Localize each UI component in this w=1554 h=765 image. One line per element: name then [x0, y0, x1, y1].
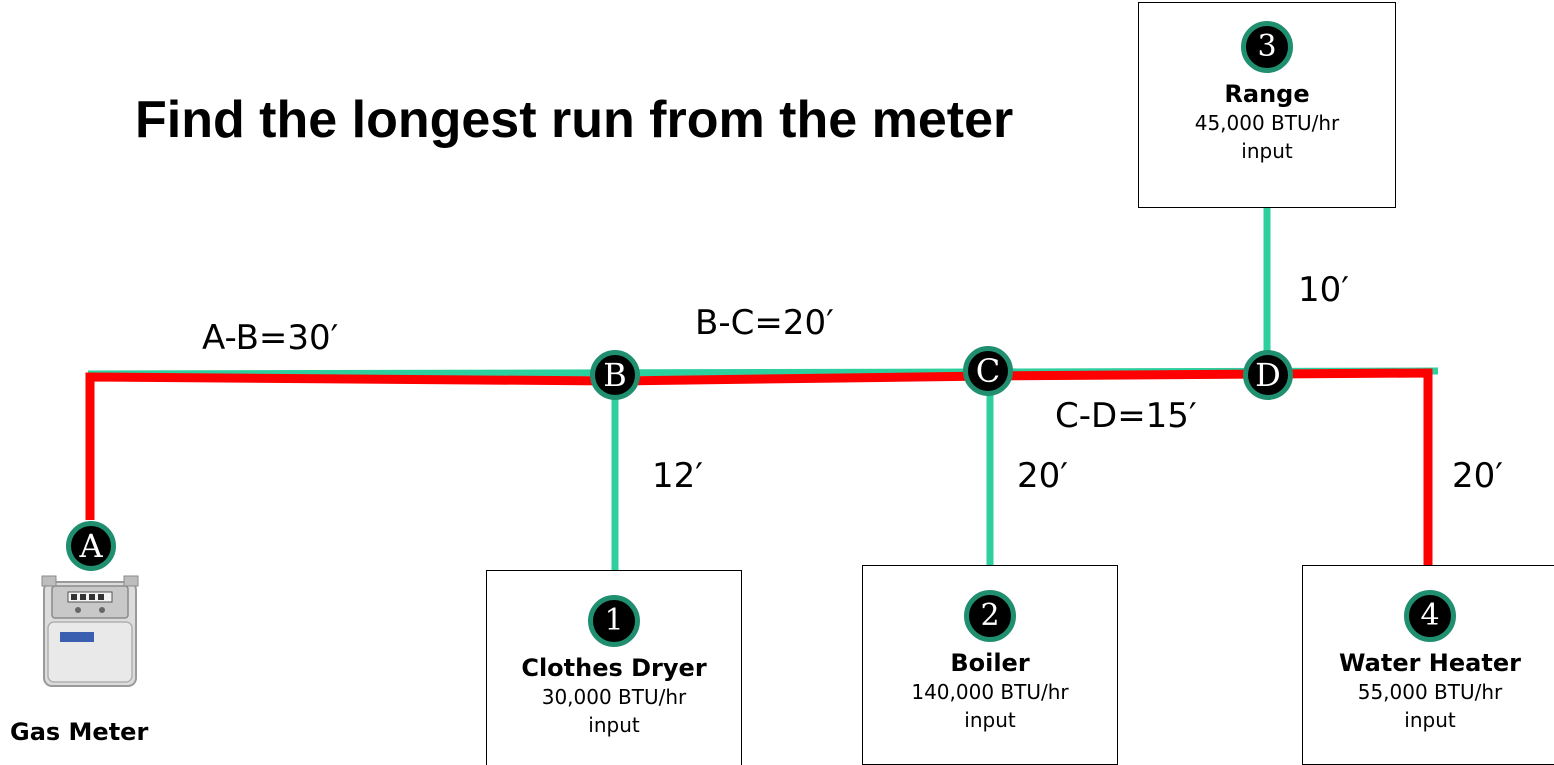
appliance-box-boiler: 2 Boiler 140,000 BTU/hr input [862, 565, 1118, 765]
node-c: C [963, 346, 1013, 396]
appliance-name: Clothes Dryer [521, 654, 707, 682]
gas-meter-label: Gas Meter [10, 718, 149, 746]
appliance-input-label: input [1241, 139, 1293, 163]
appliance-input-label: input [964, 708, 1016, 732]
branch-label-dryer: 12′ [652, 456, 703, 496]
appliance-rating: 30,000 BTU/hr [541, 685, 687, 709]
appliance-number-badge: 4 [1404, 590, 1456, 642]
branch-label-boiler: 20′ [1017, 456, 1068, 496]
appliance-rating: 45,000 BTU/hr [1194, 111, 1340, 135]
appliance-box-water-heater: 4 Water Heater 55,000 BTU/hr input [1302, 565, 1554, 765]
appliance-number-badge: 3 [1241, 21, 1293, 73]
diagram-title: Find the longest run from the meter [135, 91, 1014, 149]
appliance-rating: 140,000 BTU/hr [911, 680, 1069, 704]
appliance-number-badge: 2 [964, 590, 1016, 642]
appliance-rating: 55,000 BTU/hr [1357, 680, 1503, 704]
segment-label-ab: A-B=30′ [202, 318, 339, 358]
appliance-name: Boiler [950, 649, 1030, 677]
appliance-number-badge: 1 [588, 595, 640, 647]
appliance-input-label: input [1404, 708, 1456, 732]
segment-label-cd: C-D=15′ [1055, 396, 1197, 436]
segment-label-bc: B-C=20′ [695, 303, 834, 343]
node-b: B [590, 350, 640, 400]
node-d: D [1243, 350, 1293, 400]
appliance-name: Range [1224, 80, 1310, 108]
branch-label-range: 10′ [1298, 270, 1349, 310]
appliance-name: Water Heater [1339, 649, 1521, 677]
gas-meter-icon [41, 575, 139, 687]
pipe-longest-run [85, 368, 1433, 568]
branch-label-water-heater: 20′ [1452, 456, 1503, 496]
appliance-input-label: input [588, 713, 640, 737]
appliance-box-clothes-dryer: 1 Clothes Dryer 30,000 BTU/hr input [486, 570, 742, 765]
appliance-box-range: 3 Range 45,000 BTU/hr input [1138, 2, 1396, 208]
node-a: A [66, 521, 116, 571]
